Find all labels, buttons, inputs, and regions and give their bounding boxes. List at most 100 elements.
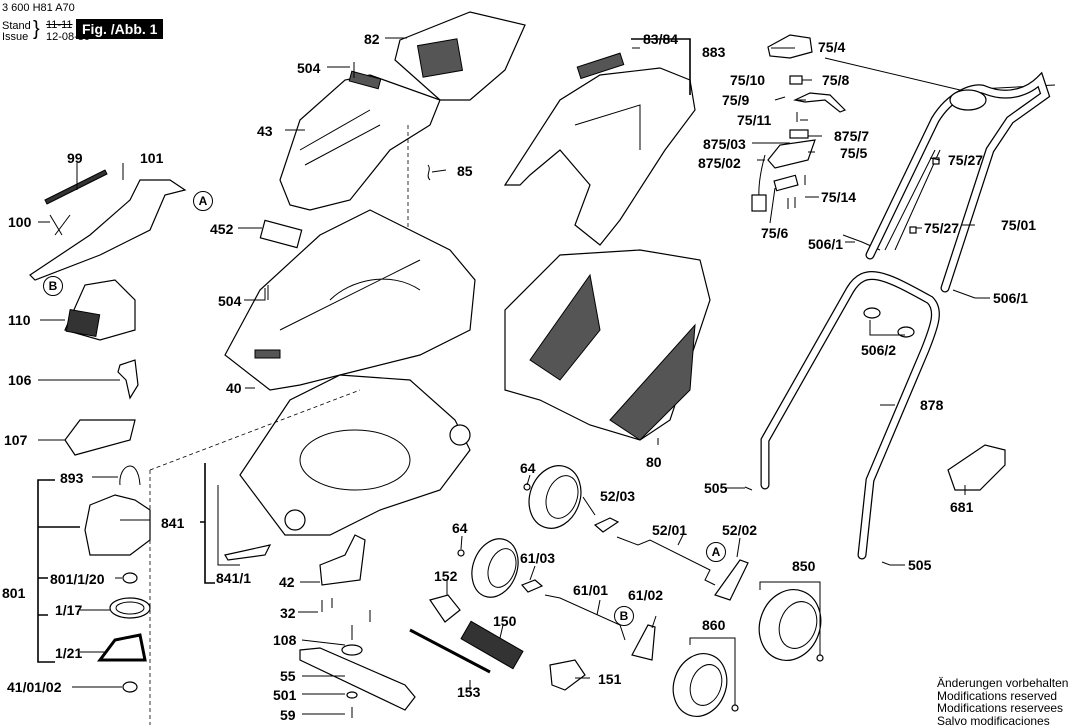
label-1-17[interactable]: 1/17 (55, 602, 83, 618)
label-893[interactable]: 893 (60, 470, 84, 486)
label-75-8[interactable]: 75/8 (822, 72, 850, 88)
part-99-spring[interactable] (44, 169, 108, 205)
part-1-17-pulley[interactable] (109, 597, 151, 619)
label-152[interactable]: 152 (434, 568, 458, 584)
label-106[interactable]: 106 (8, 372, 32, 388)
part-40-lower-housing[interactable] (224, 209, 476, 391)
part-42-chute[interactable] (319, 534, 366, 586)
part-41-01-02-bearing[interactable] (122, 681, 138, 693)
part-1-21-belt[interactable] (97, 633, 147, 662)
part-61-02-lever[interactable] (631, 624, 656, 661)
label-99[interactable]: 99 (67, 150, 83, 166)
part-61-03-bush[interactable] (520, 579, 544, 593)
part-505-screws[interactable] (744, 486, 891, 566)
label-82[interactable]: 82 (364, 31, 380, 47)
part-wheel-front-left[interactable] (521, 458, 590, 535)
part-878-lower-handle[interactable] (760, 271, 940, 560)
label-875-03[interactable]: 875/03 (703, 136, 746, 152)
label-61-01[interactable]: 61/01 (573, 582, 609, 598)
part-75-9-pin[interactable] (774, 96, 786, 101)
label-506-1-upper[interactable]: 506/1 (808, 236, 844, 252)
part-850-wheel[interactable] (749, 581, 830, 669)
label-681[interactable]: 681 (950, 499, 974, 515)
label-75-10[interactable]: 75/10 (730, 72, 766, 88)
part-52-03-bush[interactable] (593, 517, 620, 533)
label-841[interactable]: 841 (161, 515, 185, 531)
label-801-1-20[interactable]: 801/1/20 (50, 571, 105, 587)
part-80-grass-box[interactable] (504, 249, 711, 441)
label-43[interactable]: 43 (257, 123, 273, 139)
part-61-01-axle[interactable] (544, 594, 626, 641)
label-150[interactable]: 150 (493, 613, 517, 629)
label-153[interactable]: 153 (457, 684, 481, 700)
part-801-1-20-bearing[interactable] (122, 572, 138, 584)
part-75-6-cover[interactable] (773, 174, 799, 192)
label-61-02[interactable]: 61/02 (628, 587, 664, 603)
label-75-6[interactable]: 75/6 (761, 225, 789, 241)
label-64-lower[interactable]: 64 (452, 520, 468, 536)
part-75-14-screws[interactable] (787, 175, 806, 209)
label-505-upper[interactable]: 505 (704, 480, 728, 496)
part-32-screws[interactable] (321, 598, 371, 640)
part-106-switch[interactable] (117, 359, 139, 400)
label-75-27-lower[interactable]: 75/27 (924, 220, 960, 236)
label-75-9[interactable]: 75/9 (722, 92, 750, 108)
label-841-1[interactable]: 841/1 (216, 570, 252, 586)
label-504[interactable]: 504 (297, 60, 321, 76)
part-75-4-cap[interactable] (767, 34, 813, 59)
label-110[interactable]: 110 (8, 312, 31, 328)
part-875-7-switch[interactable] (789, 129, 809, 139)
label-55[interactable]: 55 (280, 668, 296, 684)
part-100-clip[interactable] (49, 214, 71, 236)
label-108[interactable]: 108 (273, 632, 297, 648)
label-101[interactable]: 101 (140, 150, 164, 166)
part-52-01-axle[interactable] (616, 536, 716, 586)
part-75-27-clip-lower[interactable] (909, 226, 917, 234)
label-452[interactable]: 452 (210, 221, 234, 237)
part-108-washer[interactable] (341, 644, 363, 656)
part-75-5-box[interactable] (767, 139, 816, 169)
label-107[interactable]: 107 (4, 432, 28, 448)
part-151-endcap[interactable] (549, 659, 586, 691)
label-860[interactable]: 860 (702, 617, 726, 633)
part-75-27-clip-upper[interactable] (932, 157, 940, 165)
label-501[interactable]: 501 (273, 687, 297, 703)
label-506-2[interactable]: 506/2 (861, 342, 897, 358)
part-75-10-clip[interactable] (789, 75, 803, 85)
part-501-washer[interactable] (346, 691, 358, 699)
part-101-lever[interactable] (29, 179, 187, 281)
label-52-03[interactable]: 52/03 (600, 488, 636, 504)
label-83-84[interactable]: 83/84 (643, 31, 679, 47)
label-75-11[interactable]: 75/11 (737, 112, 772, 128)
part-52-02-lever[interactable] (714, 559, 749, 601)
part-150-roller[interactable] (460, 620, 524, 670)
label-1-21[interactable]: 1/21 (55, 645, 83, 661)
label-504-lower[interactable]: 504 (218, 293, 242, 309)
label-42[interactable]: 42 (279, 574, 295, 590)
label-41-01-02[interactable]: 41/01/02 (7, 679, 62, 695)
part-875-02-cable[interactable] (751, 154, 767, 212)
label-40[interactable]: 40 (226, 380, 242, 396)
part-893-cable[interactable] (119, 465, 141, 486)
part-75-01-upper-handle[interactable] (865, 71, 1051, 293)
label-52-01[interactable]: 52/01 (652, 522, 688, 538)
part-75-8-lever[interactable] (793, 92, 847, 113)
part-841-1-flaps[interactable] (224, 544, 272, 561)
label-100[interactable]: 100 (8, 214, 32, 230)
label-75-4[interactable]: 75/4 (818, 39, 846, 55)
label-506-1[interactable]: 506/1 (993, 290, 1029, 306)
part-801-motor[interactable] (84, 494, 151, 556)
part-85-spring[interactable] (427, 164, 431, 181)
part-850-clip[interactable] (816, 654, 824, 662)
part-883-grass-box-top[interactable] (503, 67, 696, 246)
part-841-deck[interactable] (239, 374, 471, 536)
part-64-clip-b[interactable] (457, 549, 465, 557)
part-506-2-knob-a[interactable] (863, 307, 881, 319)
part-82-lid[interactable] (394, 11, 526, 101)
label-32[interactable]: 32 (280, 605, 296, 621)
part-506-1-screw[interactable] (952, 289, 976, 299)
label-75-27-upper[interactable]: 75/27 (948, 152, 984, 168)
label-61-03[interactable]: 61/03 (520, 550, 556, 566)
label-64-upper[interactable]: 64 (520, 460, 536, 476)
label-75-14[interactable]: 75/14 (821, 189, 857, 205)
